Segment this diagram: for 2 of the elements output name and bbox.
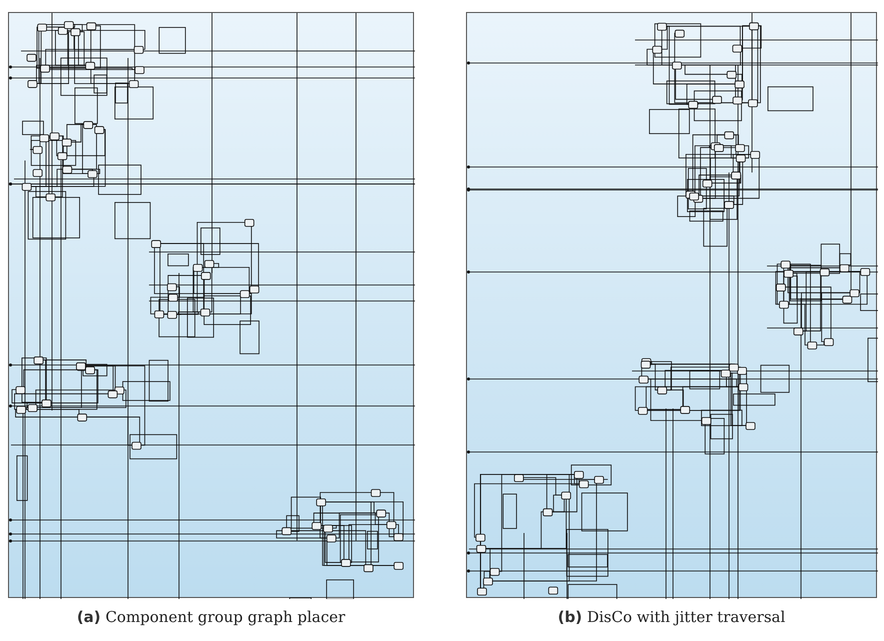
figure-caption: (b) DisCo with jitter traversal	[556, 608, 786, 626]
figure-caption: (a) Component group graph placer	[76, 608, 346, 626]
